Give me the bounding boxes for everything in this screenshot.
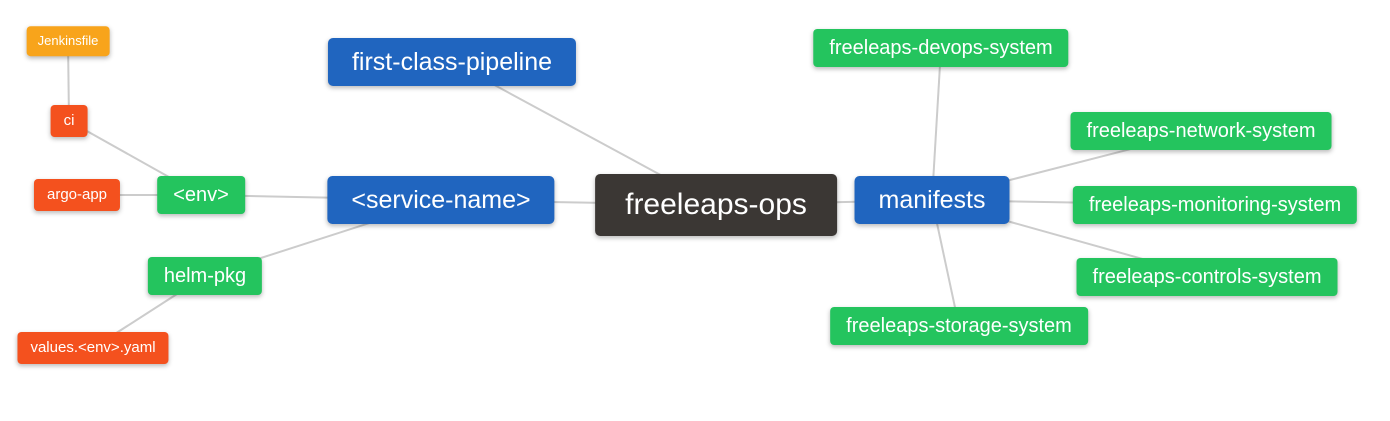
mindmap-node-service-name[interactable]: <service-name> [327,176,555,224]
mindmap-node-env[interactable]: <env> [157,176,245,214]
mindmap-node-first-class-pipeline[interactable]: first-class-pipeline [327,38,577,86]
mindmap-node-jenkinsfile[interactable]: Jenkinsfile [26,26,110,56]
mindmap-node-helm-pkg[interactable]: helm-pkg [147,257,263,295]
mindmap-node-freeleaps-storage-system[interactable]: freeleaps-storage-system [830,307,1088,345]
edge-manifests--freeleaps-devops-system [931,47,942,201]
mindmap-node-argo-app[interactable]: argo-app [33,179,121,211]
mindmap-node-freeleaps-network-system[interactable]: freeleaps-network-system [1070,112,1332,150]
mindmap-node-ci[interactable]: ci [50,105,88,137]
mindmap-node-values-env-yaml[interactable]: values.<env>.yaml [17,332,169,364]
mindmap-node-freeleaps-monitoring-system[interactable]: freeleaps-monitoring-system [1072,186,1358,224]
mindmap-node-freeleaps-ops[interactable]: freeleaps-ops [595,174,837,236]
mindmap-node-freeleaps-devops-system[interactable]: freeleaps-devops-system [813,29,1069,67]
mindmap-node-freeleaps-controls-system[interactable]: freeleaps-controls-system [1076,258,1338,296]
mindmap-node-manifests[interactable]: manifests [854,176,1010,224]
